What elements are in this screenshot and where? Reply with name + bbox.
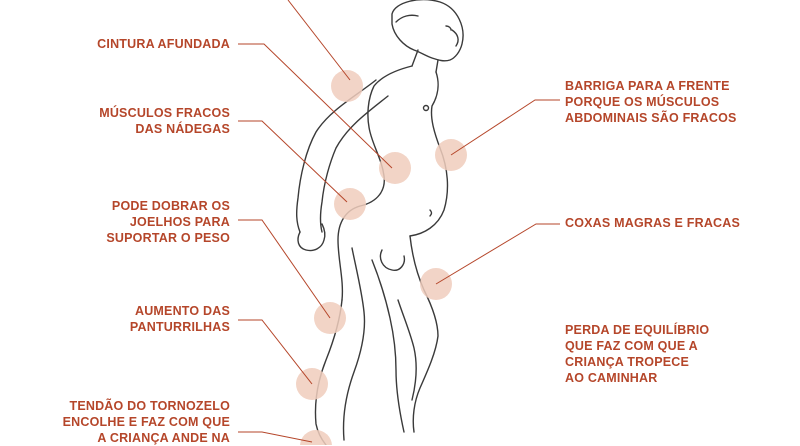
label-knees: PODE DOBRAR OS JOELHOS PARA SUPORTAR O P… (106, 198, 230, 246)
marker-glutes (334, 188, 366, 220)
label-glutes-line-2: DAS NÁDEGAS (135, 122, 230, 136)
label-belly: BARRIGA PARA A FRENTE PORQUE OS MÚSCULOS… (565, 78, 737, 126)
label-ankle: TENDÃO DO TORNOZELO ENCOLHE E FAZ COM QU… (63, 398, 230, 446)
label-glutes: MÚSCULOS FRACOS DAS NÁDEGAS (99, 105, 230, 137)
leader-belly (450, 99, 560, 156)
label-ankle-line-2: ENCOLHE E FAZ COM QUE (62, 415, 230, 429)
leader-knees (238, 219, 331, 319)
label-waist: CINTURA AFUNDADA (97, 36, 230, 52)
label-calves: AUMENTO DAS PANTURRILHAS (130, 303, 230, 335)
marker-heel (300, 430, 332, 445)
label-belly-line-3: ABDOMINAIS SÃO FRACOS (565, 111, 737, 125)
label-knees-line-1: PODE DOBRAR OS (111, 199, 230, 213)
child-figure-illustration (295, 0, 464, 445)
leader-calves (238, 319, 313, 385)
leader-glutes (238, 120, 348, 203)
label-calves-line-1: AUMENTO DAS (134, 304, 230, 318)
leader-ankle (238, 431, 313, 443)
leader-top (287, 0, 351, 81)
label-thighs-line-1: COXAS MAGRAS E FRACAS (565, 216, 741, 230)
label-ankle-line-1: TENDÃO DO TORNOZELO (69, 399, 230, 413)
label-belly-line-1: BARRIGA PARA A FRENTE (565, 79, 730, 93)
label-balance-line-2: QUE FAZ COM QUE A (565, 339, 698, 353)
leader-waist (238, 43, 393, 169)
label-knees-line-2: JOELHOS PARA (129, 215, 230, 229)
label-balance-line-1: PERDA DE EQUILÍBRIO (565, 323, 710, 337)
label-waist-line-1: CINTURA AFUNDADA (97, 37, 230, 51)
marker-lower-back (379, 152, 411, 184)
label-thighs: COXAS MAGRAS E FRACAS (565, 215, 740, 231)
highlight-markers (296, 70, 467, 445)
marker-waist (331, 70, 363, 102)
label-knees-line-3: SUPORTAR O PESO (106, 231, 230, 245)
label-glutes-line-1: MÚSCULOS FRACOS (99, 106, 230, 120)
leader-thighs (435, 223, 560, 285)
label-balance-line-4: AO CAMINHAR (565, 371, 658, 385)
label-balance: PERDA DE EQUILÍBRIO QUE FAZ COM QUE A CR… (565, 322, 709, 386)
label-belly-line-2: PORQUE OS MÚSCULOS (565, 95, 720, 109)
label-calves-line-2: PANTURRILHAS (129, 320, 230, 334)
label-balance-line-3: CRIANÇA TROPECE (565, 355, 690, 369)
label-ankle-line-3: A CRIANÇA ANDE NA (97, 431, 230, 445)
leader-lines (238, 0, 560, 443)
